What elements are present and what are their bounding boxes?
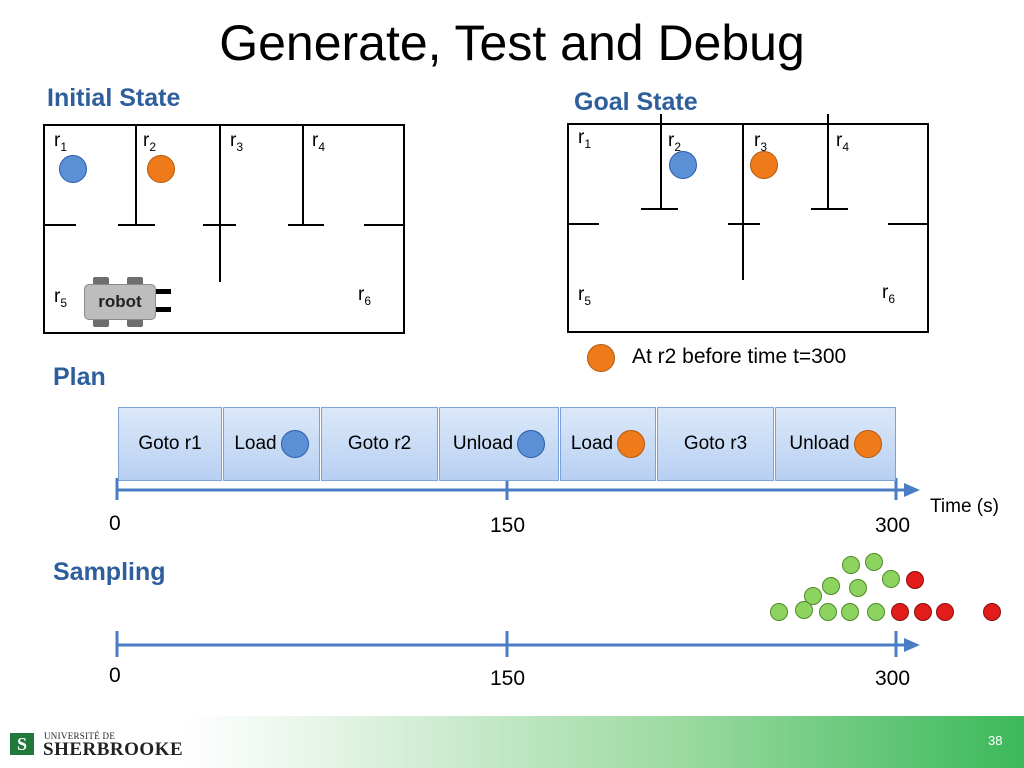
blue-ball-goal bbox=[669, 151, 697, 179]
initial-state-floorplan bbox=[43, 124, 405, 334]
plan-action-goto-r2: Goto r2 bbox=[321, 407, 438, 481]
initial-room-r6: r6 bbox=[358, 284, 372, 308]
sample-dot-success bbox=[849, 579, 867, 597]
goal-room-r3: r3 bbox=[754, 130, 768, 154]
orange-ball-goal bbox=[750, 151, 778, 179]
plan-tick-0: 0 bbox=[109, 512, 121, 535]
initial-room-r3: r3 bbox=[230, 130, 244, 154]
robot-wheel bbox=[93, 277, 109, 286]
sample-dot-success bbox=[842, 556, 860, 574]
initial-room-r1: r1 bbox=[54, 130, 68, 154]
sampling-tick-0: 0 bbox=[109, 664, 121, 687]
plan-action-goto-r1: Goto r1 bbox=[118, 407, 222, 481]
sample-dot-failure bbox=[891, 603, 909, 621]
sample-dot-success bbox=[804, 587, 822, 605]
initial-state-heading: Initial State bbox=[47, 84, 181, 112]
robot-gripper bbox=[156, 289, 171, 312]
goal-room-r1: r1 bbox=[578, 127, 592, 151]
orange-ball-legend bbox=[587, 344, 615, 372]
sample-dot-success bbox=[819, 603, 837, 621]
robot-wheel bbox=[127, 277, 143, 286]
goal-state-heading: Goal State bbox=[574, 88, 698, 116]
sample-dot-success bbox=[865, 553, 883, 571]
university-logo-small-text: UNIVERSITÉ DE bbox=[44, 731, 116, 741]
goal-room-r6: r6 bbox=[882, 282, 896, 306]
slide-title: Generate, Test and Debug bbox=[219, 15, 805, 71]
robot: robot bbox=[84, 284, 156, 320]
plan-action-unload-orange: Unload bbox=[775, 407, 896, 481]
goal-constraint: At r2 before time t=300 bbox=[632, 345, 847, 368]
university-logo-mark: S bbox=[10, 733, 34, 755]
robot-wheel bbox=[127, 318, 143, 327]
plan-action-load-blue: Load bbox=[223, 407, 320, 481]
sample-dot-failure bbox=[914, 603, 932, 621]
blue-ball-icon bbox=[517, 430, 546, 458]
sample-dot-failure bbox=[983, 603, 1001, 621]
goal-room-r5: r5 bbox=[578, 284, 592, 308]
university-logo-name: SHERBROOKE bbox=[43, 739, 184, 760]
page-number: 38 bbox=[988, 733, 1003, 748]
plan-action-goto-r3: Goto r3 bbox=[657, 407, 774, 481]
sample-dot-success bbox=[867, 603, 885, 621]
sampling-heading: Sampling bbox=[53, 558, 166, 586]
goal-outer-wall bbox=[567, 123, 929, 333]
time-axis-label: Time (s) bbox=[930, 496, 999, 517]
orange-ball-icon bbox=[617, 430, 646, 458]
sample-dot-success bbox=[795, 601, 813, 619]
sampling-timeline-axis bbox=[115, 631, 920, 657]
sample-dot-failure bbox=[906, 571, 924, 589]
goal-room-r2: r2 bbox=[668, 130, 682, 154]
plan-tick-300: 300 bbox=[875, 514, 911, 537]
blue-ball-initial bbox=[59, 155, 87, 183]
plan-action-unload-blue: Unload bbox=[439, 407, 559, 481]
sample-dot-success bbox=[822, 577, 840, 595]
footer-band bbox=[0, 716, 1024, 768]
sample-dot-failure bbox=[936, 603, 954, 621]
orange-ball-icon bbox=[853, 430, 882, 458]
plan-heading: Plan bbox=[53, 363, 106, 391]
orange-ball-initial bbox=[147, 155, 175, 183]
initial-room-r4: r4 bbox=[312, 130, 326, 154]
blue-ball-icon bbox=[280, 430, 309, 458]
sample-dot-success bbox=[841, 603, 859, 621]
goal-room-r4: r4 bbox=[836, 130, 850, 154]
sampling-tick-150: 150 bbox=[490, 667, 526, 690]
robot-wheel bbox=[93, 318, 109, 327]
plan-action-load-orange: Load bbox=[560, 407, 656, 481]
sample-dot-success bbox=[882, 570, 900, 588]
sampling-tick-300: 300 bbox=[875, 667, 911, 690]
initial-room-r2: r2 bbox=[143, 130, 157, 154]
sample-dot-success bbox=[770, 603, 788, 621]
initial-outer-wall bbox=[43, 124, 405, 334]
initial-room-r5: r5 bbox=[54, 286, 68, 310]
plan-tick-150: 150 bbox=[490, 514, 526, 537]
plan-timeline-axis bbox=[115, 478, 920, 500]
goal-state-floorplan bbox=[567, 114, 929, 333]
